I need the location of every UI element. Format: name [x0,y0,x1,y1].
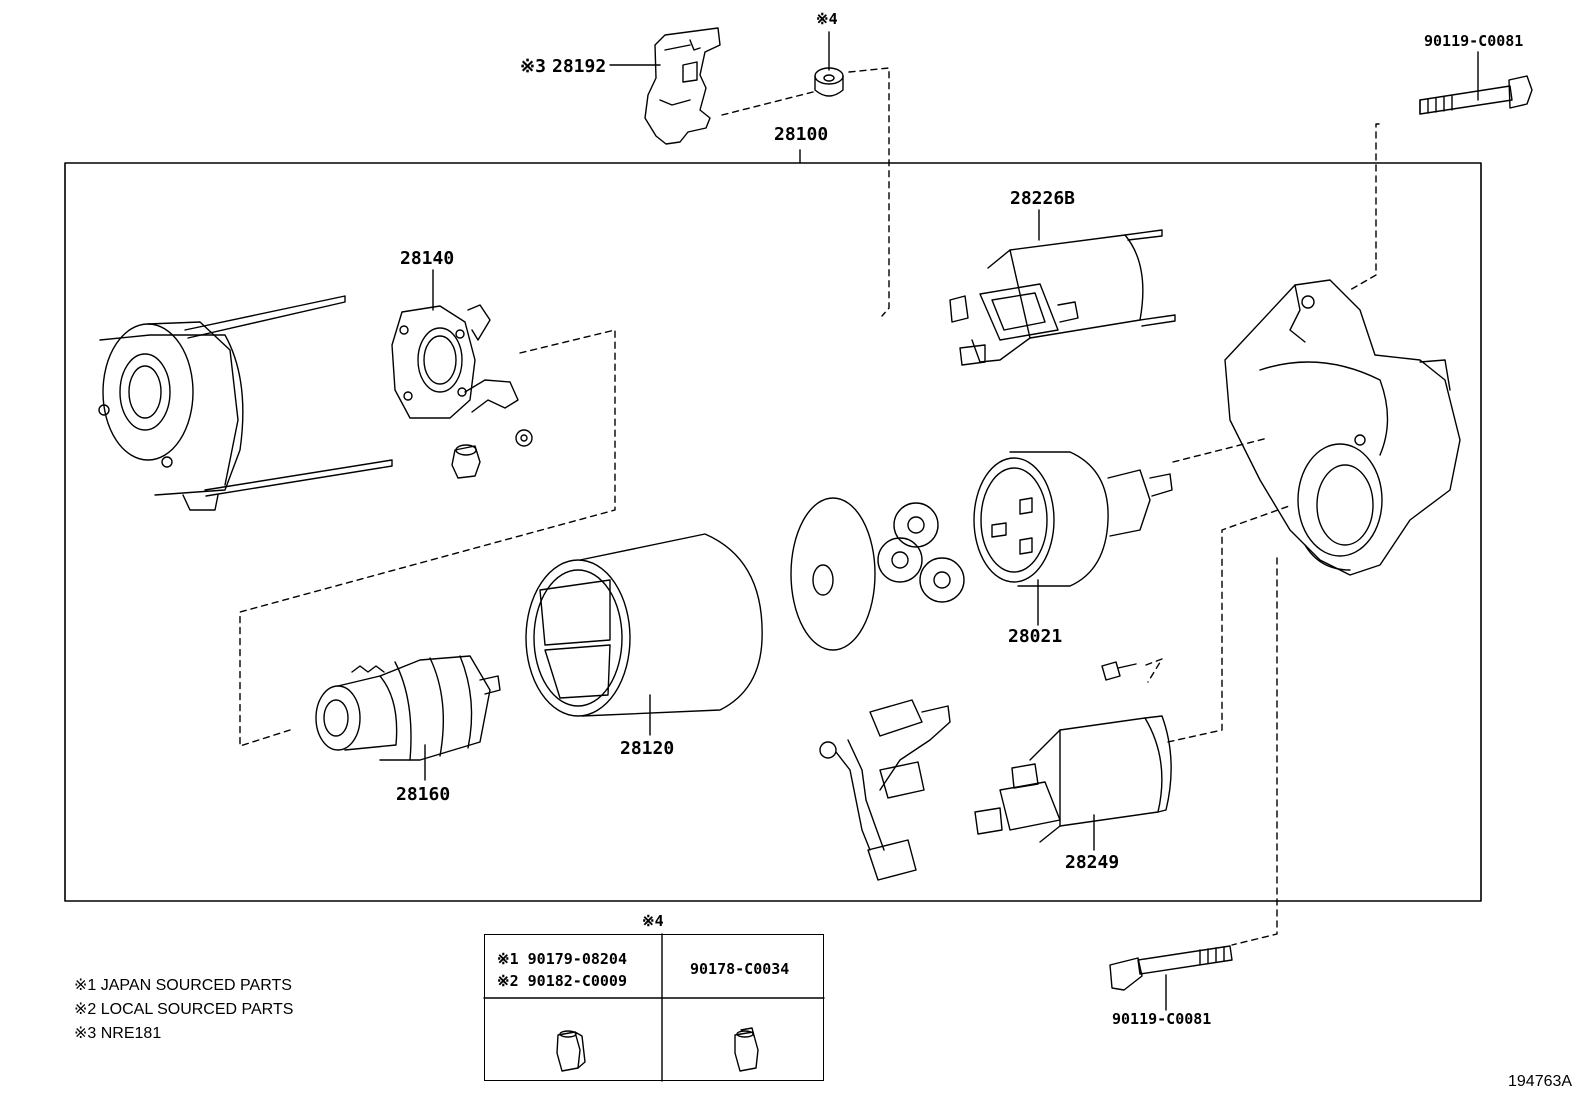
legend-left-row2[interactable]: ※2 90182-C0009 [497,972,627,990]
brush-holder-28140 [391,304,533,447]
label-28192-mark: ※3 [520,56,546,77]
legend-table-mark: ※4 [642,912,664,930]
label-28226B[interactable]: 28226B [1010,188,1076,209]
solenoid-28226B [949,229,1176,366]
label-28192[interactable]: 28192 [552,56,607,77]
label-28140[interactable]: 28140 [400,248,455,269]
label-28120[interactable]: 28120 [620,738,675,759]
label-28021[interactable]: 28021 [1008,626,1063,647]
figure-id: 194763A [1508,1073,1573,1090]
label-28100[interactable]: 28100 [774,124,829,145]
legend-nut-left [556,1030,586,1072]
dashed-leaders [239,67,1380,946]
legend-nut-right [734,1027,759,1072]
wire-harness [819,699,951,881]
label-leaders [424,31,1479,1011]
legend-left-row1[interactable]: ※1 90179-08204 [497,950,627,968]
brush-spring [451,444,481,479]
label-28249[interactable]: 28249 [1065,852,1120,873]
legend-table [484,934,824,1081]
note-nre181: ※3 NRE181 [74,1025,162,1042]
label-clip-mark: ※4 [816,10,838,28]
label-28160[interactable]: 28160 [396,784,451,805]
bolt-top [1419,75,1533,115]
assembly-frame [64,162,1482,902]
label-90119-top[interactable]: 90119-C0081 [1424,32,1524,50]
cover-28192 [644,27,721,145]
note-japan: ※1 JAPAN SOURCED PARTS [74,977,292,994]
center-plate [790,497,876,651]
planetary-gears [877,502,965,603]
clip-nut [814,67,844,97]
label-90119-bottom[interactable]: 90119-C0081 [1112,1010,1212,1028]
legend-right[interactable]: 90178-C0034 [690,960,790,978]
bolt-bottom [1109,945,1233,991]
armature-28160 [315,655,501,761]
clutch-28021 [973,451,1173,587]
solenoid-28249 [974,661,1172,843]
note-local: ※2 LOCAL SOURCED PARTS [74,1001,294,1018]
yoke-28120 [525,533,763,717]
drive-housing [1224,279,1461,576]
rear-end-frame [98,295,393,511]
